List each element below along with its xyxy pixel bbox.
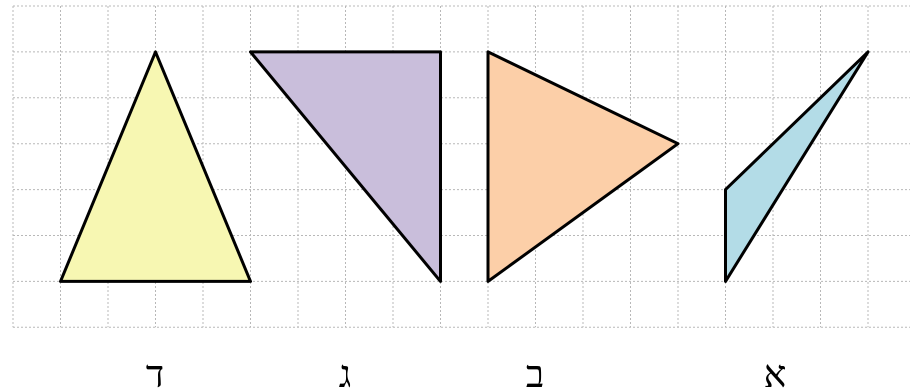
triangle-labels: ד ג ב א (146, 352, 787, 392)
triangle-alef (724, 50, 870, 283)
label-gimel: ג (339, 352, 352, 392)
triangle-bet (486, 50, 680, 283)
triangle-dalet (59, 50, 252, 283)
triangle-set (59, 50, 870, 283)
label-dalet: ד (146, 352, 164, 392)
label-bet: ב (526, 352, 544, 392)
triangle-gimel (249, 50, 442, 283)
label-alef: א (764, 352, 787, 392)
